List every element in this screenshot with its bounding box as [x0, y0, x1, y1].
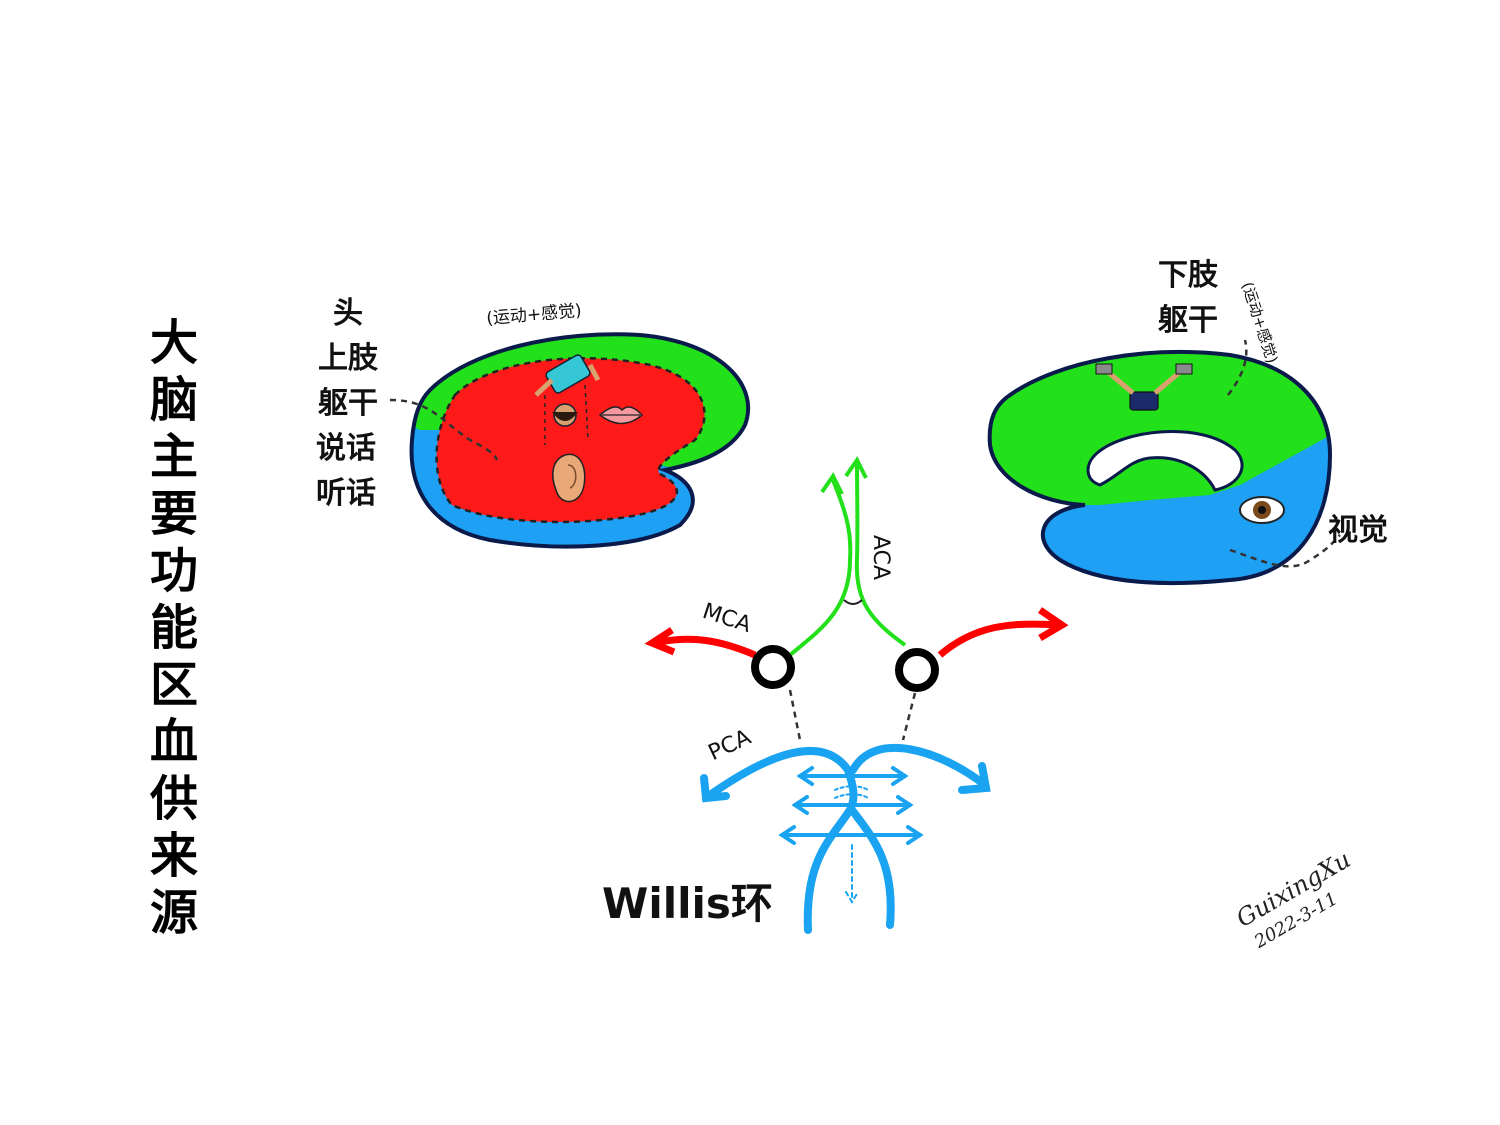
lateral-label-speech: 说话 — [316, 431, 376, 466]
lateral-leader-line — [389, 398, 499, 461]
lateral-outline — [409, 332, 751, 549]
title-char: 要 — [149, 486, 198, 542]
mca-boundary — [435, 357, 706, 524]
title-char: 能 — [149, 600, 198, 656]
medial-label-trunk: 躯干 — [1158, 303, 1218, 338]
homunculus-figure-icon — [534, 354, 601, 445]
lateral-label-upper-limb: 上肢 — [318, 341, 378, 376]
title-char: 功 — [149, 543, 198, 599]
corpus-callosum — [1086, 430, 1244, 492]
ear-icon — [552, 453, 586, 503]
medial-leader-line — [1227, 339, 1248, 396]
title-char: 血 — [149, 714, 198, 770]
title-char: 来 — [149, 828, 198, 884]
vertical-title: 大 脑 主 要 功 能 区 血 供 来 源 — [143, 315, 205, 942]
medial-outline — [987, 349, 1333, 586]
medial-label-lower-limb: 下肢 — [1158, 258, 1218, 293]
title-char: 脑 — [149, 372, 198, 428]
left-pcomm-line — [788, 689, 802, 741]
lateral-label-head: 头 — [333, 296, 363, 331]
vision-leader-line — [1229, 534, 1341, 568]
lateral-hemisphere — [389, 332, 751, 549]
title-char: 区 — [149, 657, 198, 713]
right-pcomm-line — [901, 692, 917, 741]
eye-icon — [1239, 496, 1285, 524]
title-char: 主 — [149, 429, 198, 485]
lateral-label-trunk: 躯干 — [318, 386, 378, 421]
title-char: 源 — [149, 885, 198, 941]
title-char: 供 — [149, 771, 198, 827]
title-char: 大 — [149, 315, 198, 371]
medial-hemisphere — [987, 339, 1341, 586]
lateral-label-hearing: 听话 — [316, 476, 376, 511]
right-ica-circle — [895, 648, 939, 692]
aca-label: ACA — [868, 534, 894, 581]
mca-territory — [436, 358, 705, 522]
lips-icon — [598, 406, 644, 425]
aca-arteries — [788, 456, 907, 657]
leg-figure-icon — [1095, 363, 1193, 411]
mca-arteries — [644, 607, 1069, 659]
vision-label: 视觉 — [1328, 513, 1388, 548]
pca-willis-vessels — [700, 744, 991, 934]
left-ica-circle — [751, 645, 795, 689]
aca-territory-medial — [989, 351, 1330, 505]
willis-label: Willis环 — [602, 879, 773, 928]
